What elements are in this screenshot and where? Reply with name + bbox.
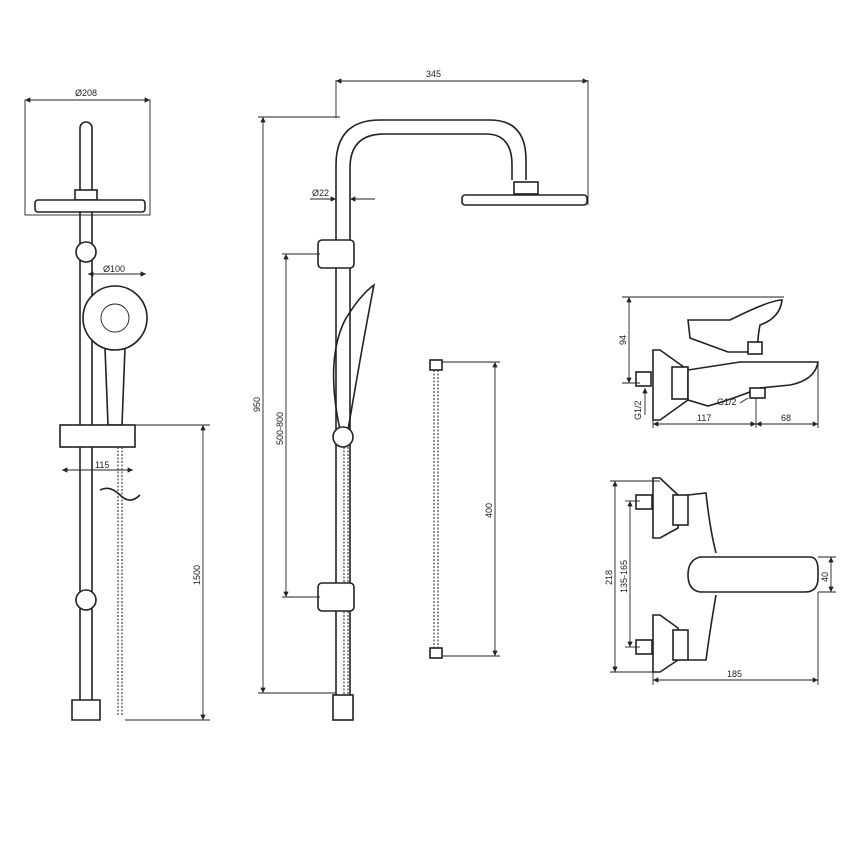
mixer-top-view: 218 135-165 40 185 xyxy=(604,477,836,685)
hose-view: 400 xyxy=(429,359,500,659)
total-height-label: 950 xyxy=(252,397,262,412)
overhead-diameter-label: Ø208 xyxy=(75,88,97,98)
handle-width-label: 40 xyxy=(820,572,830,582)
front-view: Ø208 Ø100 115 1500 xyxy=(24,88,210,721)
hose-length-label: 400 xyxy=(484,503,494,518)
mixer-total-depth-label: 185 xyxy=(727,669,742,679)
inlet-spacing-label: 135-165 xyxy=(619,560,629,593)
side-view: 345 Ø22 950 500-800 xyxy=(252,69,589,721)
adjustable-range-label: 500-800 xyxy=(275,412,285,445)
rail-height-label: 1500 xyxy=(192,565,202,585)
mixer-side-view: 94 G1/2 G1/2 117 68 xyxy=(618,296,819,428)
mixer-depth-label: 117 xyxy=(697,413,711,423)
inlet-thread-label: G1/2 xyxy=(633,400,643,420)
mixer-height-label: 94 xyxy=(618,335,628,345)
arm-reach-label: 345 xyxy=(426,69,441,79)
spout-projection-label: 68 xyxy=(781,413,791,423)
holder-width-label: 115 xyxy=(95,460,109,470)
outlet-thread-label: G1/2 xyxy=(717,397,737,407)
mixer-width-label: 218 xyxy=(604,570,614,585)
hand-shower-diameter-label: Ø100 xyxy=(103,264,125,274)
pipe-diameter-label: Ø22 xyxy=(312,188,329,198)
